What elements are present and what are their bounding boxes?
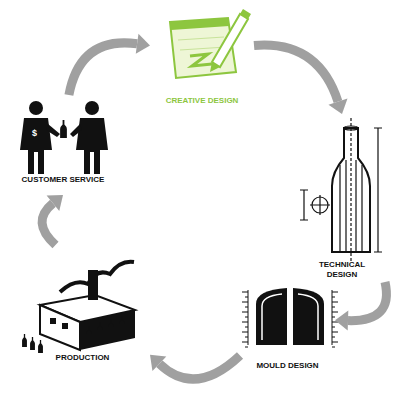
cycle-step: PRODUCTION xyxy=(15,245,150,367)
cycle-step: MOULD DESIGN xyxy=(240,285,335,373)
pencil-icon xyxy=(210,9,251,72)
arrow-head xyxy=(47,195,63,211)
cycle-step: CREATIVE DESIGN xyxy=(150,6,254,110)
arrow-head xyxy=(136,34,150,54)
arrow-shaft xyxy=(159,355,240,379)
arrow-shaft xyxy=(42,203,55,245)
cycle-arrow xyxy=(254,45,348,114)
cycle-arrow xyxy=(69,34,150,95)
factory-icon xyxy=(22,262,135,353)
step-label: PRODUCTION xyxy=(56,353,110,363)
step-label: MOULD DESIGN xyxy=(256,361,318,371)
dollar-sign: $ xyxy=(32,128,37,138)
arrow-shaft xyxy=(69,43,137,95)
step-label: CUSTOMER SERVICE xyxy=(22,175,105,185)
arrow-shaft xyxy=(348,282,386,321)
cycle-arrow xyxy=(150,355,240,379)
cycle-step: CUSTOMER SERVICE xyxy=(4,95,122,195)
mould-icon xyxy=(242,288,338,347)
step-label: TECHNICAL DESIGN xyxy=(312,260,372,280)
arrow-head xyxy=(335,311,348,331)
bottle-drawing xyxy=(300,118,382,262)
arrow-head xyxy=(150,355,166,371)
cycle-arrow xyxy=(335,282,386,331)
arrow-head xyxy=(328,99,347,114)
cycle-step: TECHNICAL DESIGN xyxy=(292,114,392,282)
handshake-icon xyxy=(20,101,108,174)
cycle-arrow xyxy=(42,195,63,245)
arrow-shaft xyxy=(254,45,338,102)
step-label: CREATIVE DESIGN xyxy=(166,96,239,106)
